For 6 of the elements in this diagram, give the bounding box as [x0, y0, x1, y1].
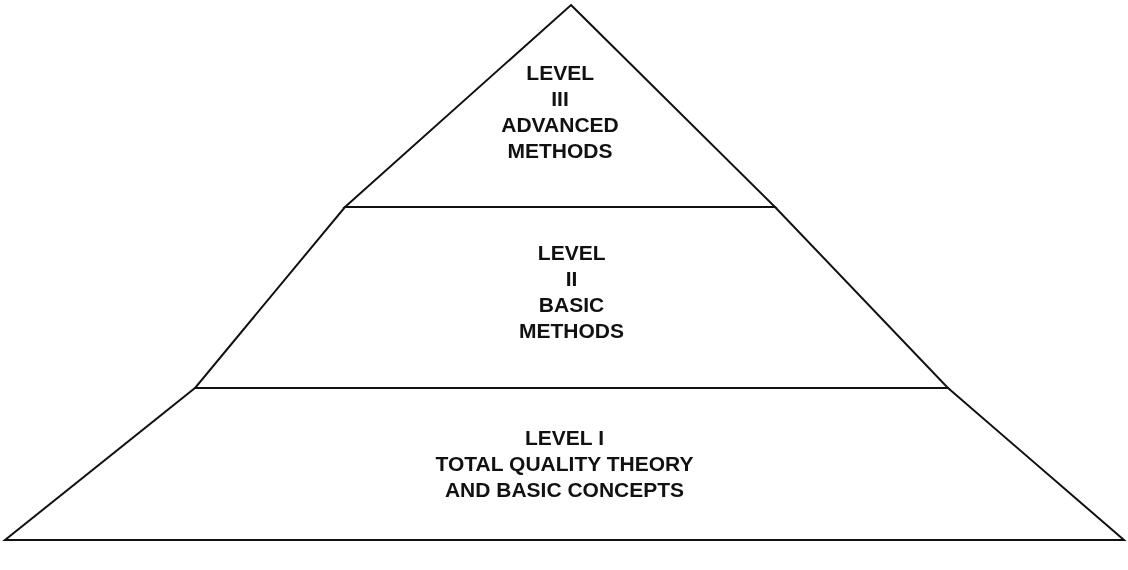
level-description: BASIC METHODS: [519, 292, 624, 344]
level-description: TOTAL QUALITY THEORY AND BASIC CONCEPTS: [434, 451, 695, 503]
level-heading: LEVEL I: [525, 425, 604, 451]
level-heading: LEVEL III: [526, 60, 594, 112]
level-description: ADVANCED METHODS: [501, 112, 619, 164]
level-heading: LEVEL II: [537, 240, 606, 292]
